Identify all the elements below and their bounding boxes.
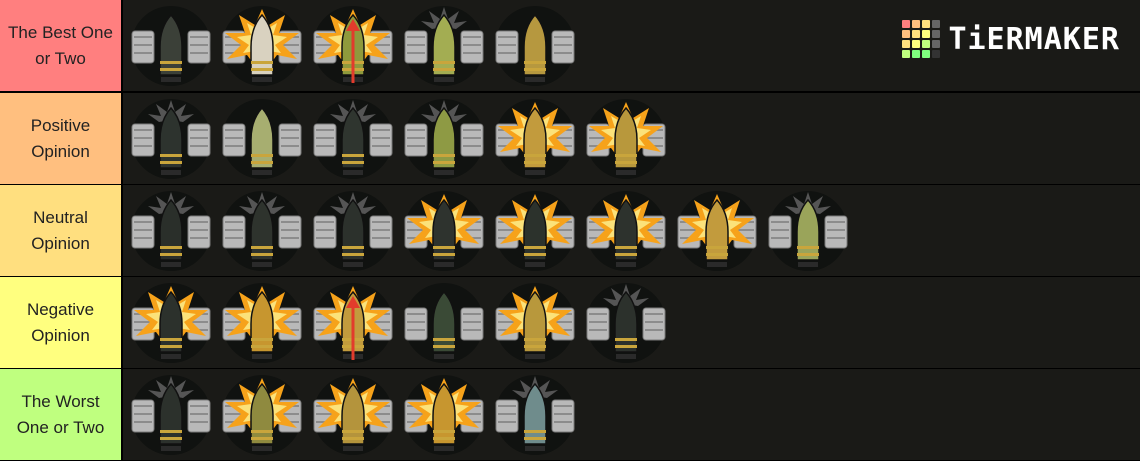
tier-row: Negative Opinion xyxy=(0,277,1140,368)
hei-shell-icon xyxy=(586,190,666,271)
tier-item[interactable] xyxy=(492,3,578,89)
logo-grid-cell xyxy=(902,40,911,48)
tier-label[interactable]: Negative Opinion xyxy=(0,277,123,368)
yellow-tip-shell-icon xyxy=(313,98,393,179)
tier-item[interactable] xyxy=(310,372,396,458)
he-mortar-icon xyxy=(677,190,757,271)
tier-label[interactable]: Positive Opinion xyxy=(0,93,123,184)
logo-grid-cell xyxy=(902,20,911,28)
ap-shell-icon xyxy=(131,190,211,271)
logo-grid-cell xyxy=(922,40,931,48)
logo-text: TiERMAKER xyxy=(948,21,1120,57)
tier-items xyxy=(123,369,583,460)
tier-item[interactable] xyxy=(310,188,396,274)
heavy-shell-icon xyxy=(586,98,666,179)
tier-items xyxy=(123,0,583,91)
tier-item[interactable] xyxy=(128,372,214,458)
tier-row: Positive Opinion xyxy=(0,93,1140,184)
logo-grid-cell xyxy=(912,40,921,48)
tier-item[interactable] xyxy=(401,280,487,366)
tier-item[interactable] xyxy=(401,3,487,89)
logo-grid-cell xyxy=(932,50,941,58)
tier-label[interactable]: Neutral Opinion xyxy=(0,185,123,276)
tier-row: The Best One or Two xyxy=(0,0,1140,91)
tier-item[interactable] xyxy=(674,188,760,274)
logo-grid-cell xyxy=(912,50,921,58)
apds-shell-icon xyxy=(586,282,666,363)
tier-row: The Worst One or Two xyxy=(0,369,1140,460)
tier-row: Neutral Opinion xyxy=(0,185,1140,276)
tier-item[interactable] xyxy=(583,188,669,274)
tier-item[interactable] xyxy=(219,96,305,182)
logo-grid-cell xyxy=(912,20,921,28)
tier-item[interactable] xyxy=(219,372,305,458)
tier-item[interactable] xyxy=(401,96,487,182)
cluster-bomb-icon xyxy=(131,98,211,179)
tier-label[interactable]: The Best One or Two xyxy=(0,0,123,91)
heatfs-shell-icon xyxy=(222,374,302,455)
rocket-bomb-icon xyxy=(222,5,302,86)
tier-item[interactable] xyxy=(219,3,305,89)
tier-item[interactable] xyxy=(219,280,305,366)
tier-item[interactable] xyxy=(128,188,214,274)
tier-items xyxy=(123,93,674,184)
logo-grid-cell xyxy=(922,50,931,58)
mortar-shell-icon xyxy=(222,98,302,179)
logo-grid-cell xyxy=(912,30,921,38)
tier-item[interactable] xyxy=(492,96,578,182)
apbc-shell-icon xyxy=(131,374,211,455)
tier-item[interactable] xyxy=(401,188,487,274)
solid-shot-icon xyxy=(222,282,302,363)
tier-item[interactable] xyxy=(401,372,487,458)
apcbc-shell-icon xyxy=(313,190,393,271)
smoke-shell-icon xyxy=(404,282,484,363)
logo-grid-cell xyxy=(902,30,911,38)
tier-item[interactable] xyxy=(128,280,214,366)
tier-items xyxy=(123,185,856,276)
tier-label[interactable]: The Worst One or Two xyxy=(0,369,123,460)
smoke-mortar-icon xyxy=(768,190,848,271)
logo-grid-cell xyxy=(932,20,941,28)
aphe-shell-icon xyxy=(222,190,302,271)
logo-grid-cell xyxy=(922,30,931,38)
explosive-shell-icon xyxy=(495,98,575,179)
timed-fuze-shell-icon xyxy=(495,282,575,363)
tier-item[interactable] xyxy=(583,96,669,182)
apcr-shell-icon xyxy=(404,374,484,455)
logo-grid-cell xyxy=(932,40,941,48)
tier-item[interactable] xyxy=(219,188,305,274)
logo-grid-cell xyxy=(922,20,931,28)
hesh-shell-icon xyxy=(131,282,211,363)
spike-bomb-icon xyxy=(131,5,211,86)
tier-item[interactable] xyxy=(128,3,214,89)
heat-shell-icon xyxy=(313,282,393,363)
tier-item[interactable] xyxy=(765,188,851,274)
tier-item[interactable] xyxy=(128,96,214,182)
tier-item[interactable] xyxy=(492,188,578,274)
logo-grid-cell xyxy=(932,30,941,38)
logo-grid-icon xyxy=(902,20,941,58)
tier-item[interactable] xyxy=(310,280,396,366)
he-shell-icon xyxy=(404,190,484,271)
tiermaker-logo[interactable]: TiERMAKER xyxy=(902,20,1120,58)
nuclear-shell-icon xyxy=(495,5,575,86)
hefs-shell-icon xyxy=(495,190,575,271)
practice-shell-icon xyxy=(495,374,575,455)
tier-item[interactable] xyxy=(310,96,396,182)
guided-bomb-icon xyxy=(313,5,393,86)
tier-item[interactable] xyxy=(492,372,578,458)
tier-item[interactable] xyxy=(310,3,396,89)
atgm-icon xyxy=(313,374,393,455)
finned-rocket-icon xyxy=(404,98,484,179)
tier-item[interactable] xyxy=(583,280,669,366)
logo-grid-cell xyxy=(902,50,911,58)
finned-bomb-icon xyxy=(404,5,484,86)
tier-item[interactable] xyxy=(492,280,578,366)
tier-items xyxy=(123,277,674,368)
